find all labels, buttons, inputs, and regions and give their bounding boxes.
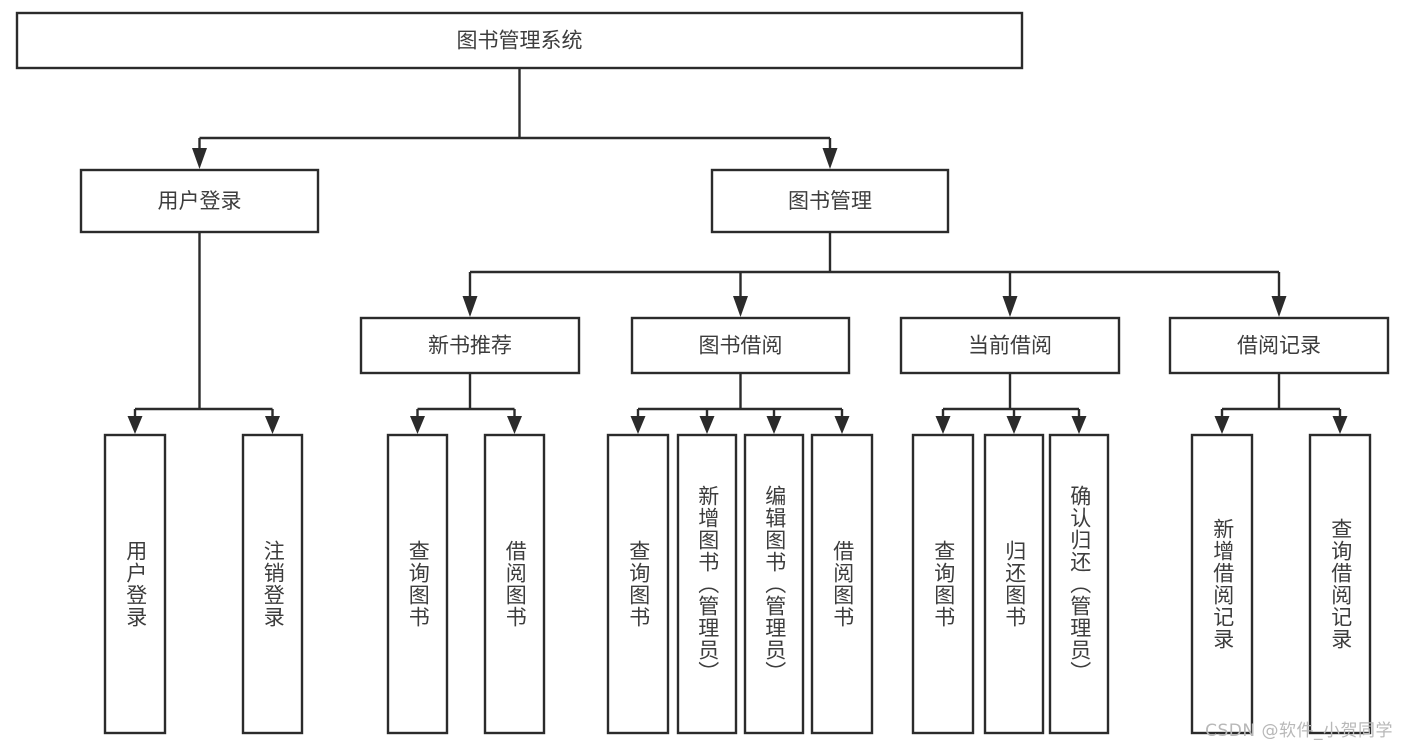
- arrow-head-leaf-3: [507, 416, 522, 434]
- node-level3-label-1: 图书借阅: [699, 334, 783, 358]
- arrow-head-leaf-10: [1071, 416, 1087, 434]
- arrow-head-l2-0: [192, 148, 207, 169]
- arrow-head-leaf-4: [630, 416, 646, 434]
- node-leaf-box-10[interactable]: [1048, 433, 1110, 735]
- arrow-head-leaf-1: [265, 416, 280, 434]
- node-level3-box-1[interactable]: [630, 316, 851, 375]
- arrow-head-l2-1: [822, 148, 838, 169]
- node-level3-label-2: 当前借阅: [968, 334, 1052, 358]
- node-leaf-box-12[interactable]: [1308, 433, 1372, 735]
- node-level3-box-0[interactable]: [359, 316, 581, 375]
- arrow-head-leaf-9: [1006, 416, 1022, 434]
- node-level2-box-0[interactable]: [79, 168, 320, 234]
- arrow-head-leaf-7: [834, 416, 850, 434]
- node-level3-box-3[interactable]: [1168, 316, 1390, 375]
- node-level3-label-3: 借阅记录: [1237, 334, 1321, 358]
- node-leaf-box-4[interactable]: [606, 433, 670, 735]
- node-root-label: 图书管理系统: [457, 29, 583, 53]
- node-leaf-box-8[interactable]: [911, 433, 975, 735]
- node-leaf-box-3[interactable]: [483, 433, 546, 735]
- node-leaf-box-1[interactable]: [241, 433, 304, 735]
- arrow-head-l3-2: [1002, 296, 1018, 317]
- node-leaf-box-9[interactable]: [983, 433, 1045, 735]
- node-root-box[interactable]: [15, 11, 1024, 70]
- arrow-head-l3-1: [733, 296, 748, 317]
- arrow-head-l3-0: [462, 296, 478, 317]
- node-leaf-box-6[interactable]: [743, 433, 805, 735]
- arrow-head-leaf-2: [410, 416, 425, 434]
- node-leaf-box-5[interactable]: [676, 433, 738, 735]
- boxes-layer: [15, 11, 1390, 735]
- csdn-watermark: CSDN @软件_小贺同学: [1205, 721, 1393, 741]
- arrow-head-leaf-8: [935, 416, 951, 434]
- node-leaf-box-11[interactable]: [1190, 433, 1254, 735]
- node-level2-label-1: 图书管理: [788, 189, 872, 213]
- arrow-head-leaf-5: [699, 416, 715, 434]
- node-leaf-box-7[interactable]: [810, 433, 874, 735]
- connectors-layer: [127, 68, 1348, 434]
- arrow-head-leaf-6: [766, 416, 782, 434]
- node-level3-box-2[interactable]: [899, 316, 1121, 375]
- node-leaf-box-0[interactable]: [103, 433, 167, 735]
- node-level2-label-0: 用户登录: [158, 189, 242, 213]
- arrow-head-leaf-11: [1214, 416, 1230, 434]
- node-level3-label-0: 新书推荐: [428, 334, 512, 358]
- arrow-head-leaf-12: [1332, 416, 1348, 434]
- node-level2-box-1[interactable]: [710, 168, 950, 234]
- arrow-head-l3-3: [1271, 296, 1287, 317]
- node-leaf-box-2[interactable]: [386, 433, 449, 735]
- arrow-head-leaf-0: [127, 416, 143, 434]
